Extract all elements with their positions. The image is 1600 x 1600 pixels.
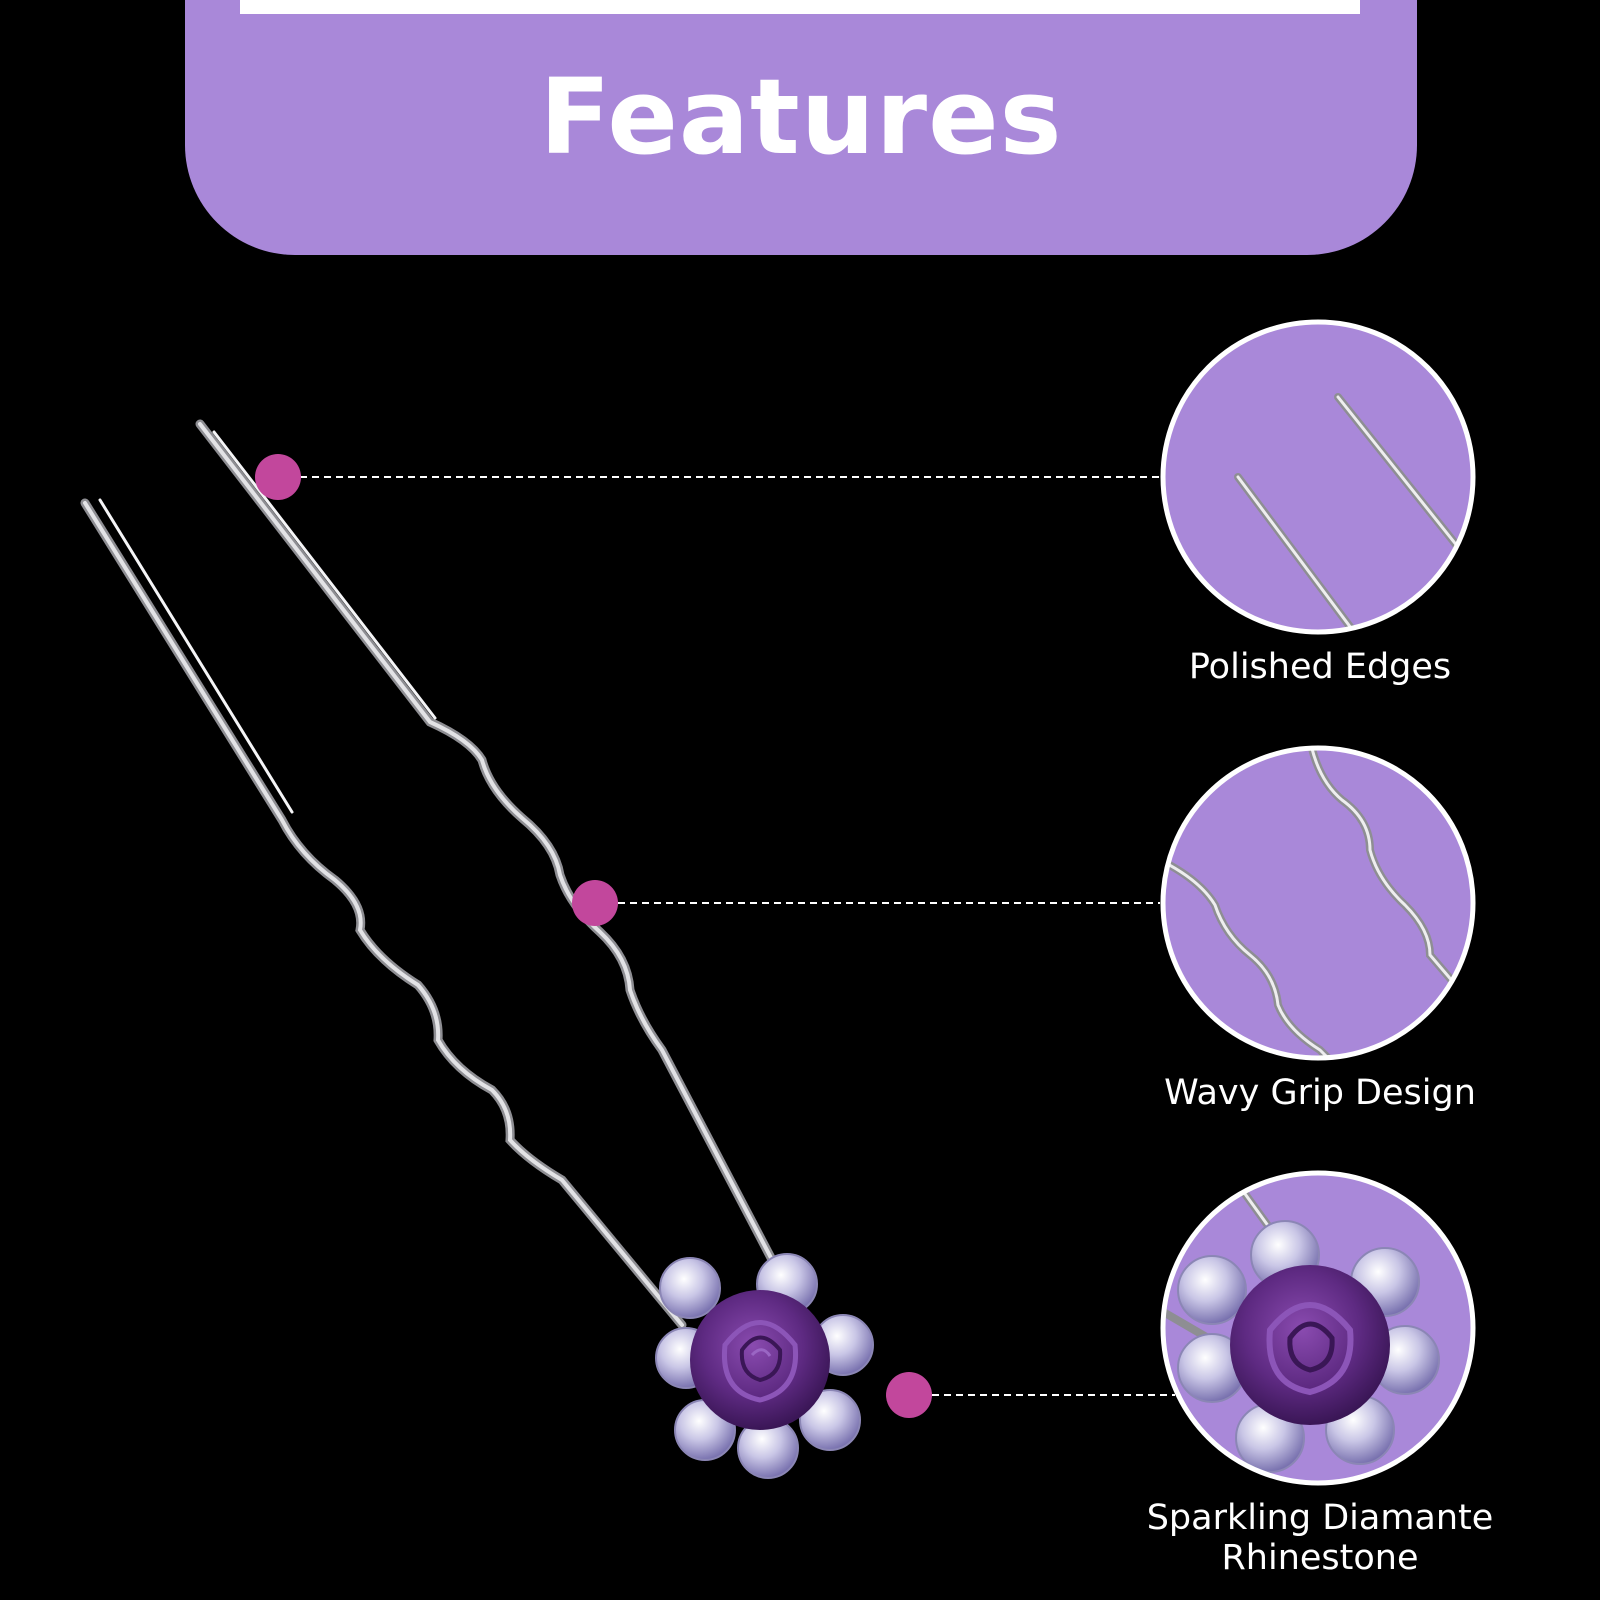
flower-rhinestone-closeup-icon [1160, 1170, 1476, 1486]
header-top-strip [240, 0, 1360, 14]
feature-label-rhinestone-line1: Sparkling Diamante [1146, 1498, 1494, 1538]
hairpin-right-prong [195, 419, 785, 1280]
page-title: Features [539, 56, 1063, 178]
rhinestone-flower [655, 1253, 874, 1479]
hairpin-left-prong [80, 498, 687, 1330]
header-banner [185, 0, 1417, 255]
wavy-prongs-closeup-icon [1160, 745, 1476, 1061]
straight-tips-closeup-icon [1160, 319, 1476, 635]
feature-label-rhinestone: Sparkling Diamante Rhinestone [1100, 1498, 1540, 1578]
feature-label-wavy-grip: Wavy Grip Design [1164, 1073, 1476, 1113]
callout-3 [886, 1372, 1175, 1418]
feature-label-rhinestone-line2: Rhinestone [1221, 1538, 1419, 1578]
callout-1 [255, 454, 1160, 500]
callout-2 [572, 880, 1160, 926]
feature-label-polished-edges: Polished Edges [1188, 647, 1452, 687]
